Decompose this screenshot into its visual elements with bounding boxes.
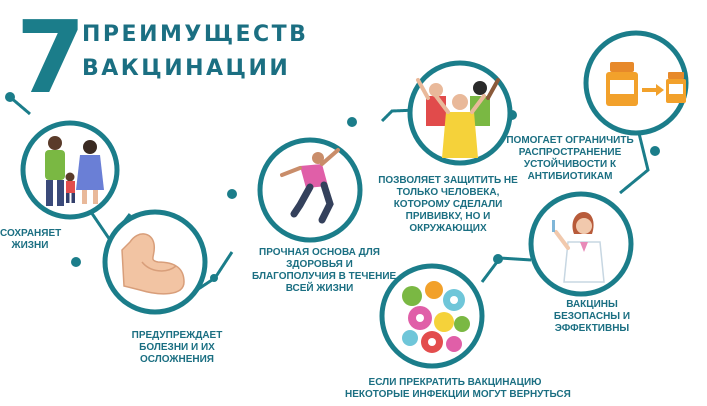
caption-save-lives: СОХРАНЯЕТ ЖИЗНИ	[0, 228, 62, 251]
title-line-2: ВАКЦИНАЦИИ	[82, 56, 291, 81]
benefit-circle-1	[20, 120, 120, 220]
benefit-circle-3	[257, 137, 363, 243]
family-icon	[45, 136, 104, 206]
strong-arm-icon	[121, 233, 185, 295]
caption-protects-others: ПОЗВОЛЯЕТ ЗАЩИТИТЬ НЕ ТОЛЬКО ЧЕЛОВЕКА, К…	[378, 175, 518, 234]
title-line-1: ПРЕИМУЩЕСТВ	[82, 22, 309, 47]
benefit-circle-5	[583, 30, 689, 136]
doctor-with-syringe-icon	[552, 212, 605, 283]
caption-vaccines-safe: ВАКЦИНЫ БЕЗОПАСНЫ И ЭФФЕКТИВНЫ	[553, 299, 631, 334]
benefit-circle-4	[407, 60, 513, 166]
medicine-bottles-icon	[606, 62, 686, 106]
caption-infections-return: ЕСЛИ ПРЕКРАТИТЬ ВАКЦИНАЦИЮ НЕКОТОРЫЕ ИНФ…	[345, 377, 571, 400]
caption-prevents-disease: ПРЕДУПРЕЖДАЕТ БОЛЕЗНИ И ИХ ОСЛОЖНЕНИЯ	[131, 330, 223, 365]
benefit-circle-2	[102, 209, 208, 315]
microbes-icon	[402, 281, 470, 353]
number-seven: 7	[16, 0, 86, 116]
group-of-people-icon	[416, 78, 500, 158]
benefit-circle-6	[528, 191, 634, 297]
benefit-circle-7	[379, 263, 485, 369]
jumping-person-icon	[280, 148, 340, 224]
caption-antibiotic-resistance: ПОМОГАЕТ ОГРАНИЧИТЬ РАСПРОСТРАНЕНИЕ УСТО…	[506, 135, 634, 182]
caption-health-foundation: ПРОЧНАЯ ОСНОВА ДЛЯ ЗДОРОВЬЯ И БЛАГОПОЛУЧ…	[252, 247, 397, 294]
